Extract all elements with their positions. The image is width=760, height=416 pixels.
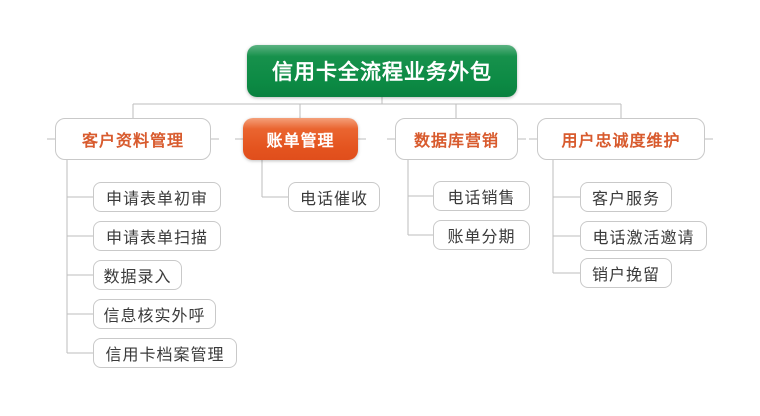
branch-node-user-loyalty-maintenance[interactable]: 用户忠诚度维护 — [537, 118, 705, 160]
root-node-credit-card-outsourcing[interactable]: 信用卡全流程业务外包 — [247, 45, 517, 97]
branch-node-database-marketing[interactable]: 数据库营销 — [395, 118, 518, 160]
leaf-node-telemarketing[interactable]: 电话销售 — [433, 181, 530, 211]
leaf-node-phone-activation-invitation[interactable]: 电话激活邀请 — [580, 221, 707, 251]
leaf-node-info-verification-outbound-call[interactable]: 信息核实外呼 — [93, 299, 216, 329]
leaf-node-data-entry[interactable]: 数据录入 — [93, 260, 182, 290]
branch-node-customer-data-management[interactable]: 客户资料管理 — [55, 118, 211, 160]
leaf-node-application-form-scanning[interactable]: 申请表单扫描 — [93, 221, 221, 251]
branch-node-billing-management[interactable]: 账单管理 — [243, 118, 358, 160]
leaf-node-account-closure-retention[interactable]: 销户挽留 — [580, 258, 672, 288]
leaf-node-application-form-initial-review[interactable]: 申请表单初审 — [93, 182, 221, 212]
leaf-node-credit-card-archive-management[interactable]: 信用卡档案管理 — [93, 338, 237, 368]
leaf-node-bill-installment[interactable]: 账单分期 — [433, 220, 530, 250]
leaf-node-customer-service[interactable]: 客户服务 — [580, 182, 672, 212]
leaf-node-phone-collection[interactable]: 电话催收 — [288, 182, 380, 212]
